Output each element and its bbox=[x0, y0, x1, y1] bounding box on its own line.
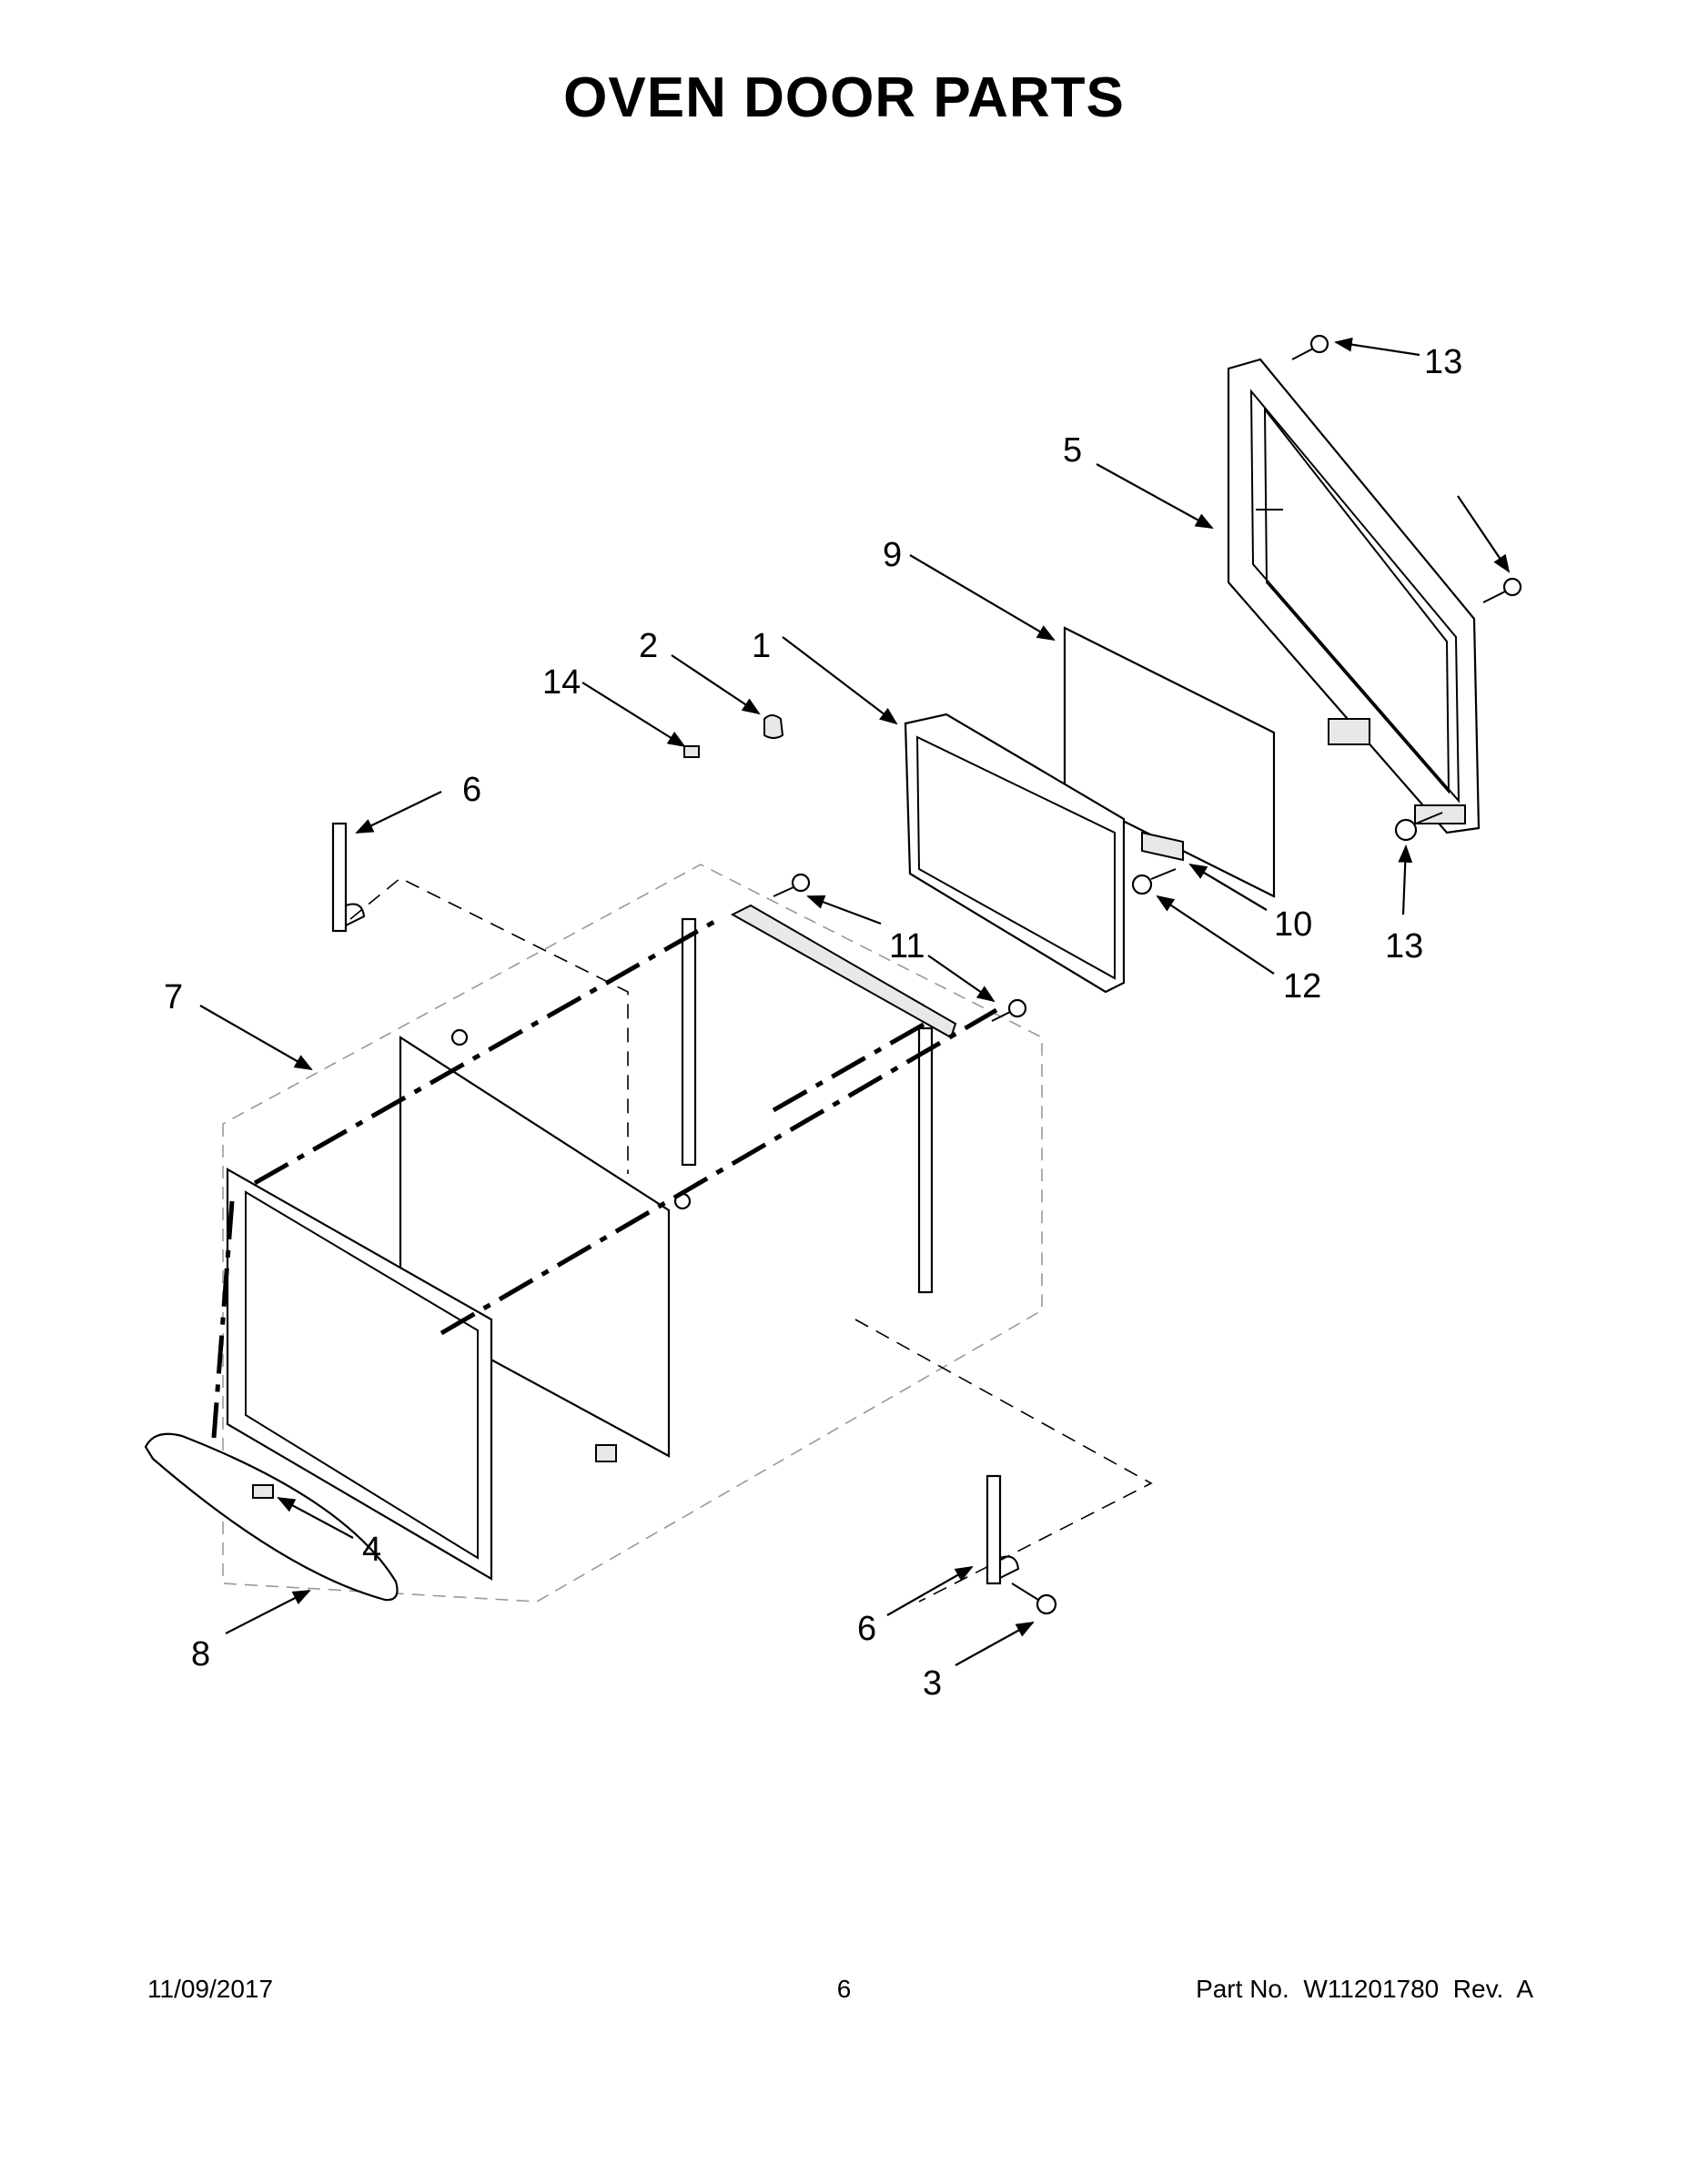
callout-4: 4 bbox=[362, 1531, 381, 1569]
callout-6-bottom: 6 bbox=[857, 1610, 876, 1648]
door-handle bbox=[144, 1432, 399, 1602]
handle-spacer bbox=[252, 1484, 274, 1499]
callout-labels: 5 13 9 2 1 14 6 10 13 11 12 7 4 8 6 3 bbox=[164, 343, 1462, 1703]
hinge-bottom bbox=[986, 1474, 1020, 1585]
leader-lines bbox=[199, 337, 1511, 1666]
footer-date: 11/09/2017 bbox=[147, 1975, 274, 2003]
small-bracket bbox=[683, 745, 700, 758]
vent-bracket bbox=[1141, 831, 1184, 862]
callout-13-top: 13 bbox=[1424, 343, 1462, 381]
screw-11-right bbox=[991, 998, 1027, 1022]
assembly-centerlines bbox=[211, 916, 998, 1439]
callout-14: 14 bbox=[542, 663, 581, 702]
page-title: OVEN DOOR PARTS bbox=[563, 66, 1125, 129]
clip-part bbox=[763, 714, 784, 739]
inner-door-frame bbox=[1227, 358, 1481, 834]
screw-11-left bbox=[773, 873, 811, 897]
door-channels bbox=[681, 904, 957, 1294]
callout-8: 8 bbox=[191, 1635, 210, 1673]
callout-9: 9 bbox=[883, 536, 902, 574]
screw-13-bottom bbox=[1394, 812, 1443, 842]
screws bbox=[773, 334, 1522, 1615]
glass-pack-frame bbox=[904, 713, 1126, 994]
callout-13-bottom: 13 bbox=[1385, 927, 1423, 966]
callout-11: 11 bbox=[889, 927, 925, 966]
outer-glass-panel bbox=[399, 1028, 692, 1462]
screw-12 bbox=[1131, 868, 1177, 895]
callout-5: 5 bbox=[1063, 431, 1082, 470]
door-assembly-outline bbox=[222, 864, 1043, 1603]
footer-part-number: Part No. W11201780 Rev. A bbox=[1196, 1975, 1533, 2003]
callout-3: 3 bbox=[923, 1664, 942, 1703]
hinge-projection-lines bbox=[349, 877, 1153, 1603]
callout-6-top: 6 bbox=[462, 771, 481, 809]
screw-13-top-right bbox=[1482, 577, 1522, 603]
callout-12: 12 bbox=[1283, 967, 1321, 1006]
callout-1: 1 bbox=[752, 627, 771, 665]
callout-2: 2 bbox=[639, 627, 658, 665]
callout-7: 7 bbox=[164, 978, 183, 1016]
screw-13-top-left bbox=[1291, 334, 1329, 360]
inner-glass-panel bbox=[1063, 626, 1276, 898]
hinge-top bbox=[331, 822, 366, 933]
footer-page-number: 6 bbox=[836, 1975, 852, 2003]
outer-door-panel bbox=[226, 1168, 493, 1581]
screw-3 bbox=[1011, 1582, 1057, 1615]
callout-10: 10 bbox=[1274, 905, 1312, 944]
